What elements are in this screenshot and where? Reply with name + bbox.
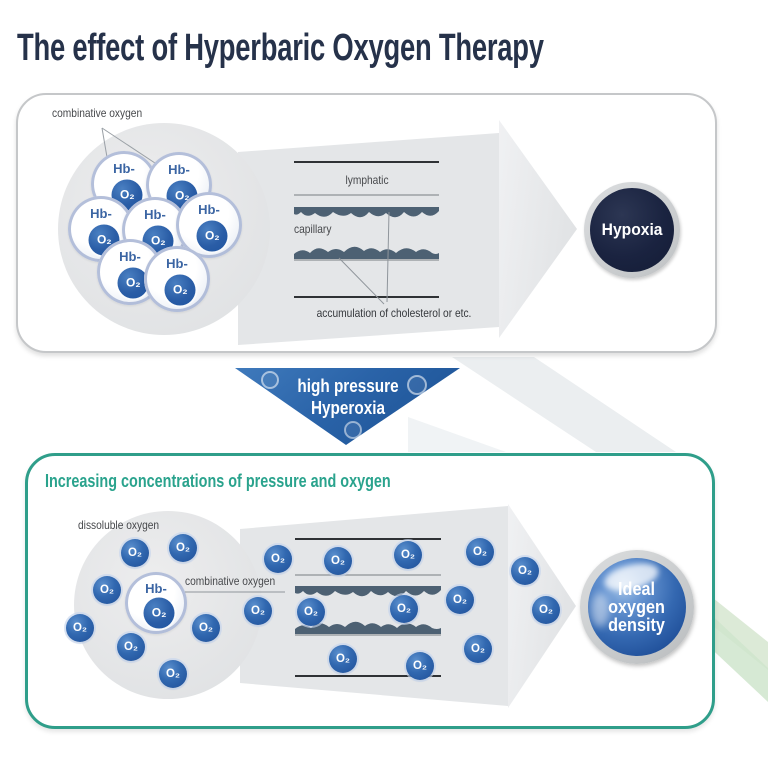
flow-funnel (240, 506, 508, 706)
o2-molecule: O₂ (394, 541, 422, 569)
lymphatic-label: lymphatic (345, 173, 389, 187)
o2-badge: O₂ (143, 597, 175, 629)
transition-line1: high pressure (297, 376, 399, 396)
hb-label: Hb- (119, 248, 141, 264)
cholesterol-deposit-lower (295, 621, 441, 634)
o2-molecule: O₂ (324, 547, 352, 575)
o2-molecule: O₂ (66, 614, 94, 642)
o2-molecule: O₂ (169, 534, 197, 562)
o2-molecule: O₂ (446, 586, 474, 614)
ideal-label-line2: oxygen (608, 597, 666, 617)
hb-label: Hb- (145, 581, 167, 597)
o2-molecule: O₂ (329, 645, 357, 673)
o2-molecule: O₂ (390, 595, 418, 623)
combinative-oxygen-label: combinative oxygen (185, 574, 276, 588)
hb-o2-molecule: Hb- O₂ (144, 246, 210, 312)
o2-molecule: O₂ (264, 545, 292, 573)
hb-o2-molecule: Hb-O₂ (125, 572, 187, 634)
accumulation-label: accumulation of cholesterol or etc. (316, 306, 472, 320)
hb-label: Hb- (90, 205, 112, 221)
o2-badge: O₂ (117, 267, 149, 299)
ideal-label-line3: density (608, 615, 666, 635)
down-arrow-triangle (235, 368, 460, 445)
transition-line2: Hyperoxia (310, 398, 385, 418)
o2-molecule: O₂ (244, 597, 272, 625)
o2-badge: O₂ (164, 274, 196, 306)
hb-label: Hb- (166, 255, 188, 271)
o2-molecule: O₂ (297, 598, 325, 626)
o2-molecule: O₂ (159, 660, 187, 688)
accumulation-pointer-1 (386, 211, 390, 303)
hypoxia-badge: Hypoxia (584, 182, 680, 278)
cholesterol-deposit-upper (295, 586, 441, 597)
high-pressure-panel: Increasing concentrations of pressure an… (25, 453, 715, 729)
cholesterol-deposit-upper (294, 207, 439, 218)
o2-molecule: O₂ (464, 635, 492, 663)
gray-wedge (408, 417, 506, 452)
hyperoxia-triangle (235, 368, 460, 445)
bubble-icon (344, 421, 362, 439)
flow-arrowhead (499, 120, 577, 338)
hypoxia-label: Hypoxia (601, 220, 663, 239)
hb-label: Hb- (198, 201, 220, 217)
ideal-oxygen-ball: Ideal oxygen density (588, 558, 686, 656)
green-diagonal-band-2 (702, 606, 768, 702)
bubble-icon (407, 375, 427, 395)
hypoxia-ball: Hypoxia (590, 188, 674, 272)
o2-molecule: O₂ (511, 557, 539, 585)
gray-diagonal-band (452, 357, 676, 452)
dissoluble-oxygen-label: dissoluble oxygen (78, 518, 160, 532)
o2-molecule: O₂ (117, 633, 145, 661)
page-title: The effect of Hyperbaric Oxygen Therapy (17, 27, 544, 69)
combinative-pointer-2 (101, 127, 162, 168)
o2-molecule: O₂ (466, 538, 494, 566)
normal-pressure-panel: combinative oxygen lymphatic capillary a… (16, 93, 717, 353)
hb-o2-molecule-holder: Hb-O₂ (28, 456, 712, 726)
o2-molecule: O₂ (192, 614, 220, 642)
bubble-icon (261, 371, 279, 389)
o2-molecule: O₂ (121, 539, 149, 567)
combinative-oxygen-label: combinative oxygen (52, 106, 143, 120)
o2-molecule: O₂ (406, 652, 434, 680)
hb-label: Hb- (113, 160, 135, 176)
flow-funnel (238, 133, 499, 345)
high-pressure-transition: high pressure Hyperoxia (228, 354, 468, 458)
ideal-label-line1: Ideal (618, 579, 656, 599)
o2-molecule: O₂ (532, 596, 560, 624)
hb-label: Hb- (168, 161, 190, 177)
hb-label: Hb- (144, 206, 166, 222)
cholesterol-deposit-lower (294, 246, 439, 259)
accumulation-pointer-2 (338, 257, 385, 305)
ideal-oxygen-density-badge: Ideal oxygen density (580, 550, 694, 664)
o2-molecule: O₂ (93, 576, 121, 604)
capillary-label: capillary (294, 222, 332, 236)
after-panel-title: Increasing concentrations of pressure an… (45, 471, 391, 491)
o2-badge: O₂ (196, 220, 228, 252)
